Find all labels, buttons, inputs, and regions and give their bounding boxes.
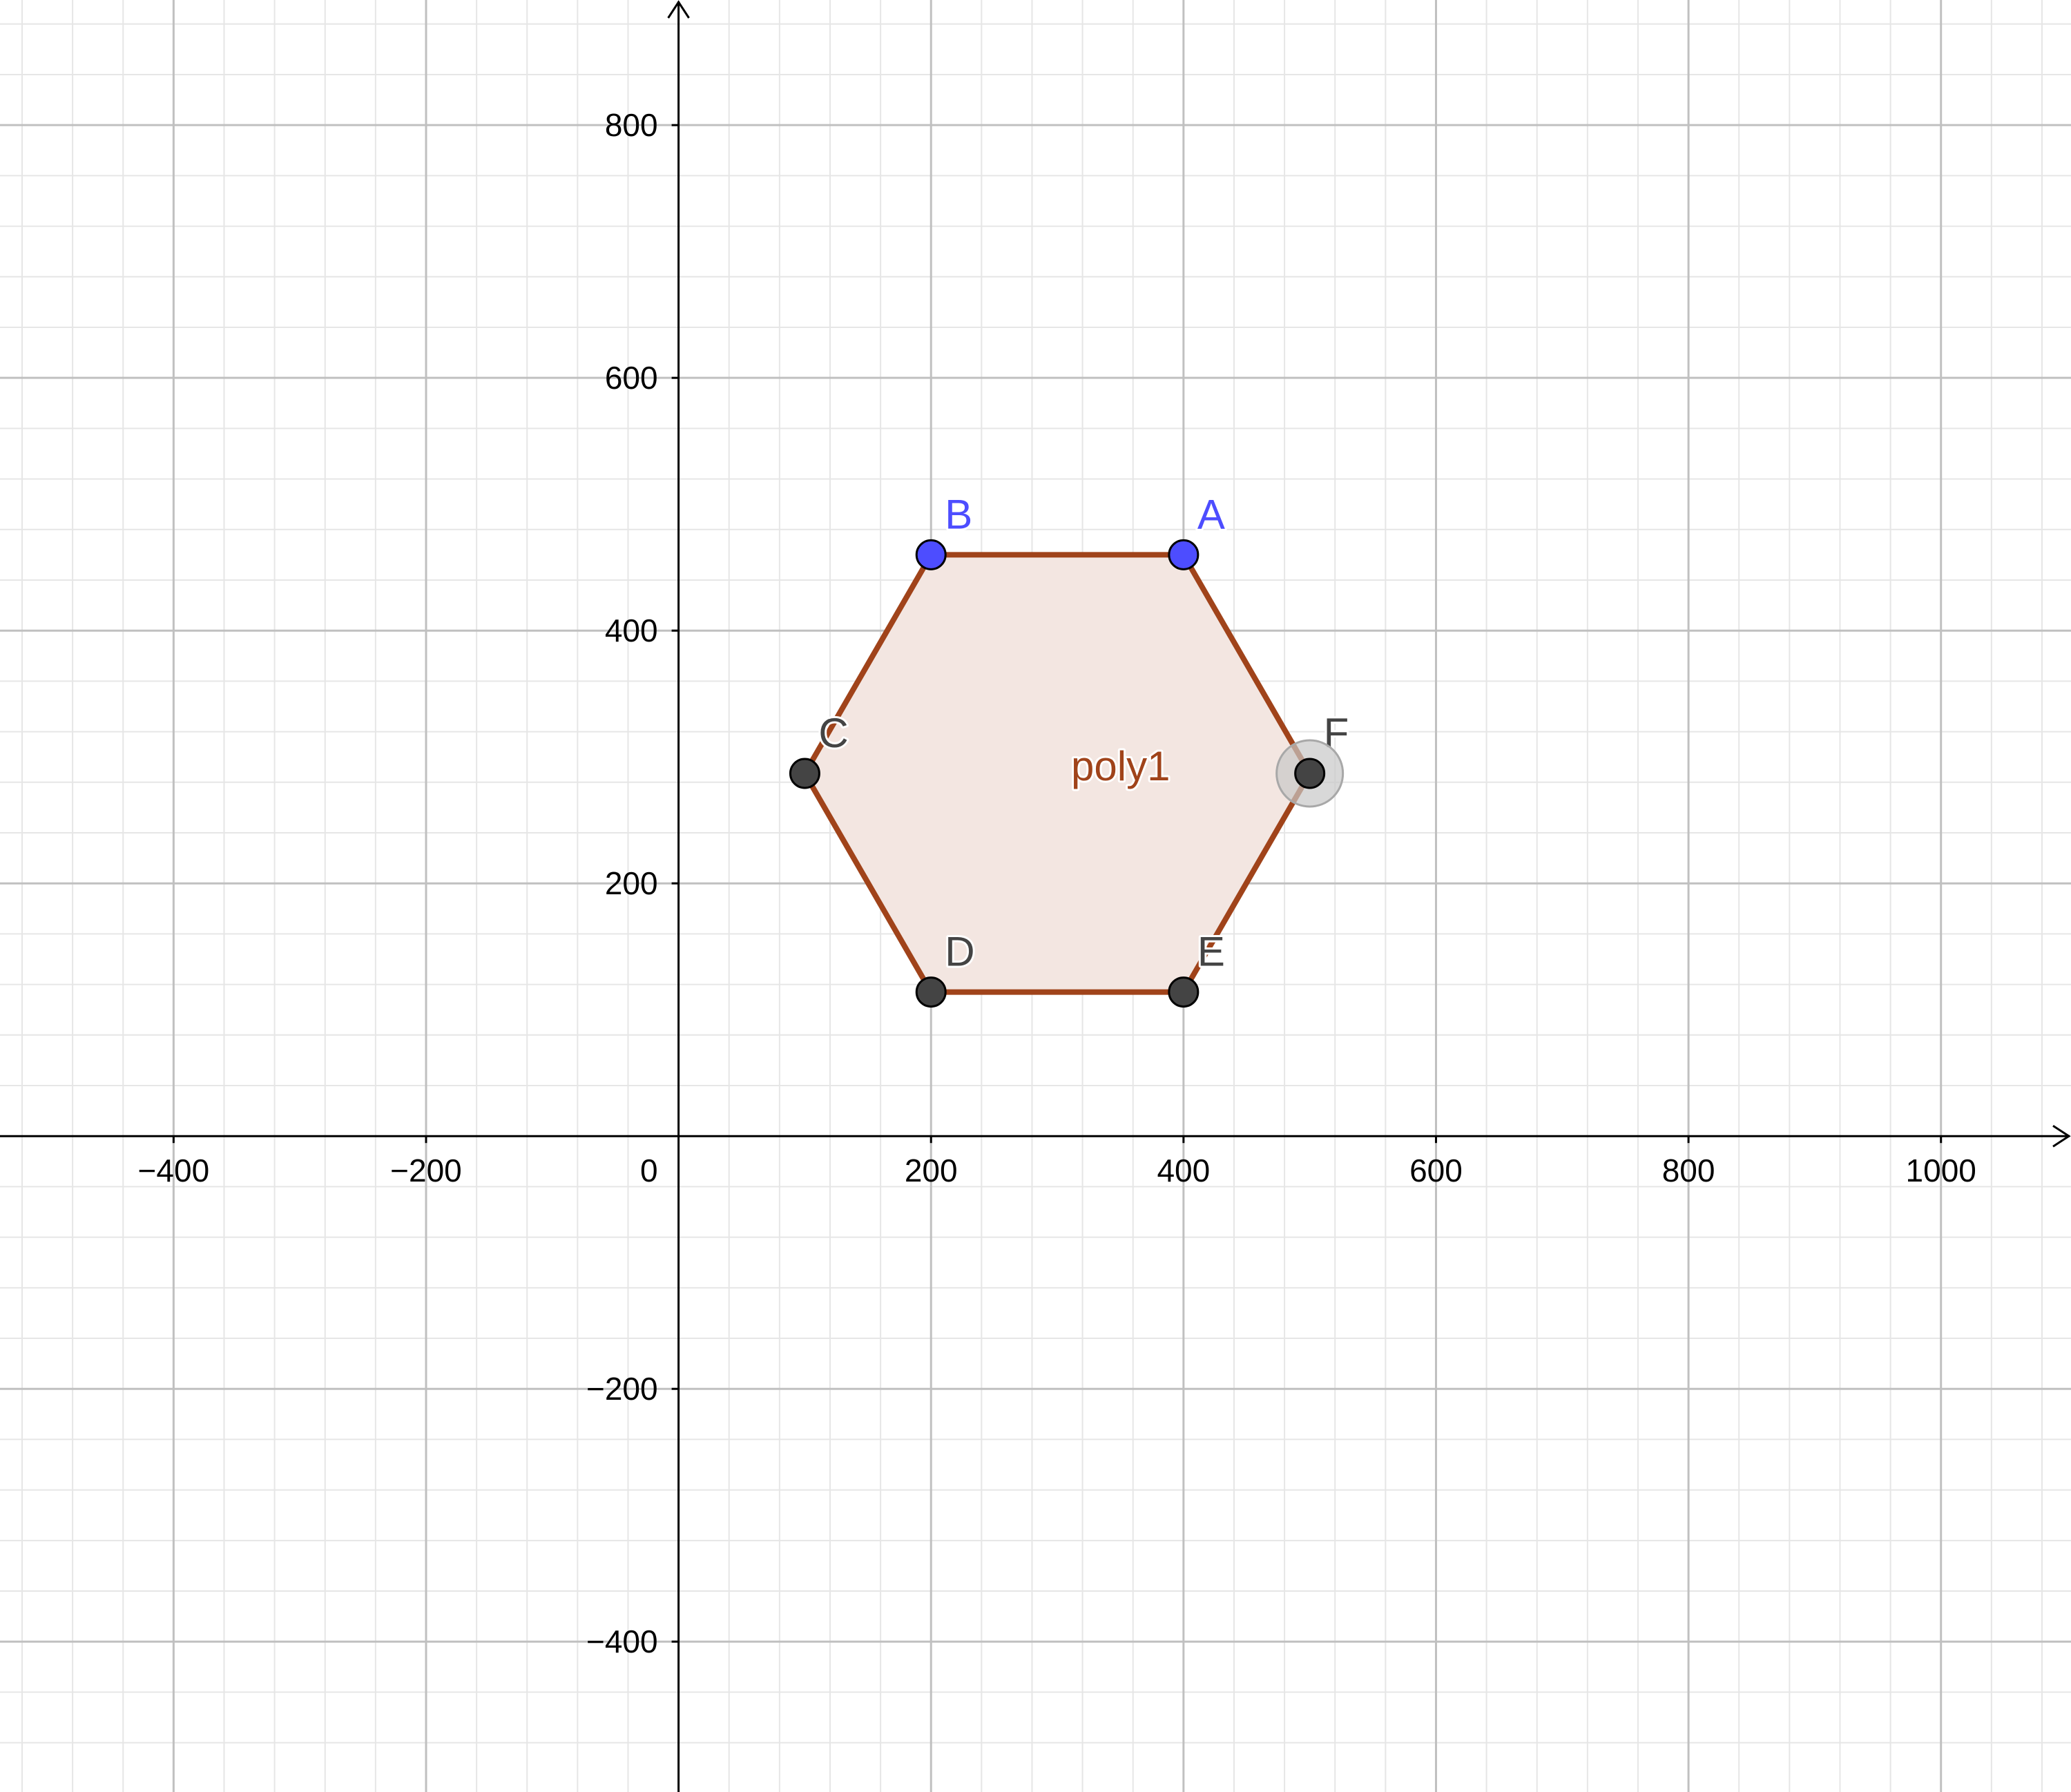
point-label-c: C — [818, 710, 848, 756]
point-b[interactable] — [915, 539, 947, 570]
segment-FA[interactable] — [1180, 552, 1313, 776]
poly1-edges — [802, 552, 1313, 995]
y-tick-label: −400 — [586, 1624, 658, 1659]
segment-BC[interactable] — [802, 552, 934, 776]
point-e[interactable] — [1168, 976, 1200, 1008]
polygon-layer — [802, 552, 1313, 995]
y-tick-label: 400 — [605, 613, 658, 648]
segment-CD[interactable] — [802, 770, 934, 995]
points-layer — [789, 539, 1345, 1008]
point-label-a: A — [1197, 491, 1225, 537]
point-label-d: D — [945, 929, 974, 975]
y-tick-label: 200 — [605, 865, 658, 901]
x-tick-marks — [172, 1136, 1943, 1144]
x-tick-label: 400 — [1157, 1153, 1210, 1188]
x-tick-label: 800 — [1662, 1153, 1715, 1188]
point-d[interactable] — [915, 976, 947, 1008]
y-axis-arrow-icon — [667, 0, 690, 19]
x-tick-label: 600 — [1409, 1153, 1463, 1188]
y-tick-labels: 800 600 400 200 −200 −400 — [586, 107, 658, 1659]
x-tick-label: −200 — [390, 1153, 462, 1188]
point-f[interactable] — [1294, 758, 1326, 789]
x-axis-arrow-icon — [2052, 1124, 2071, 1148]
x-tick-label: −400 — [138, 1153, 210, 1188]
point-label-e: E — [1197, 929, 1225, 975]
poly1-polygon[interactable] — [805, 555, 1310, 992]
point-c[interactable] — [789, 758, 820, 789]
y-tick-label: 800 — [605, 107, 658, 143]
origin-label: 0 — [640, 1153, 658, 1188]
segment-EF[interactable] — [1180, 770, 1313, 995]
point-a[interactable] — [1168, 539, 1200, 570]
y-tick-marks — [671, 124, 679, 1643]
y-tick-label: 600 — [605, 360, 658, 396]
point-labels: A B C D E F — [816, 489, 1351, 976]
y-tick-label: −200 — [586, 1371, 658, 1407]
x-tick-labels: −400 −200 200 400 600 800 1000 — [138, 1153, 1976, 1188]
point-label-b: B — [945, 491, 972, 537]
poly1-label[interactable]: poly1 — [1069, 741, 1172, 791]
x-tick-label: 200 — [905, 1153, 958, 1188]
x-tick-label: 1000 — [1906, 1153, 1976, 1188]
point-label-f: F — [1324, 710, 1349, 756]
